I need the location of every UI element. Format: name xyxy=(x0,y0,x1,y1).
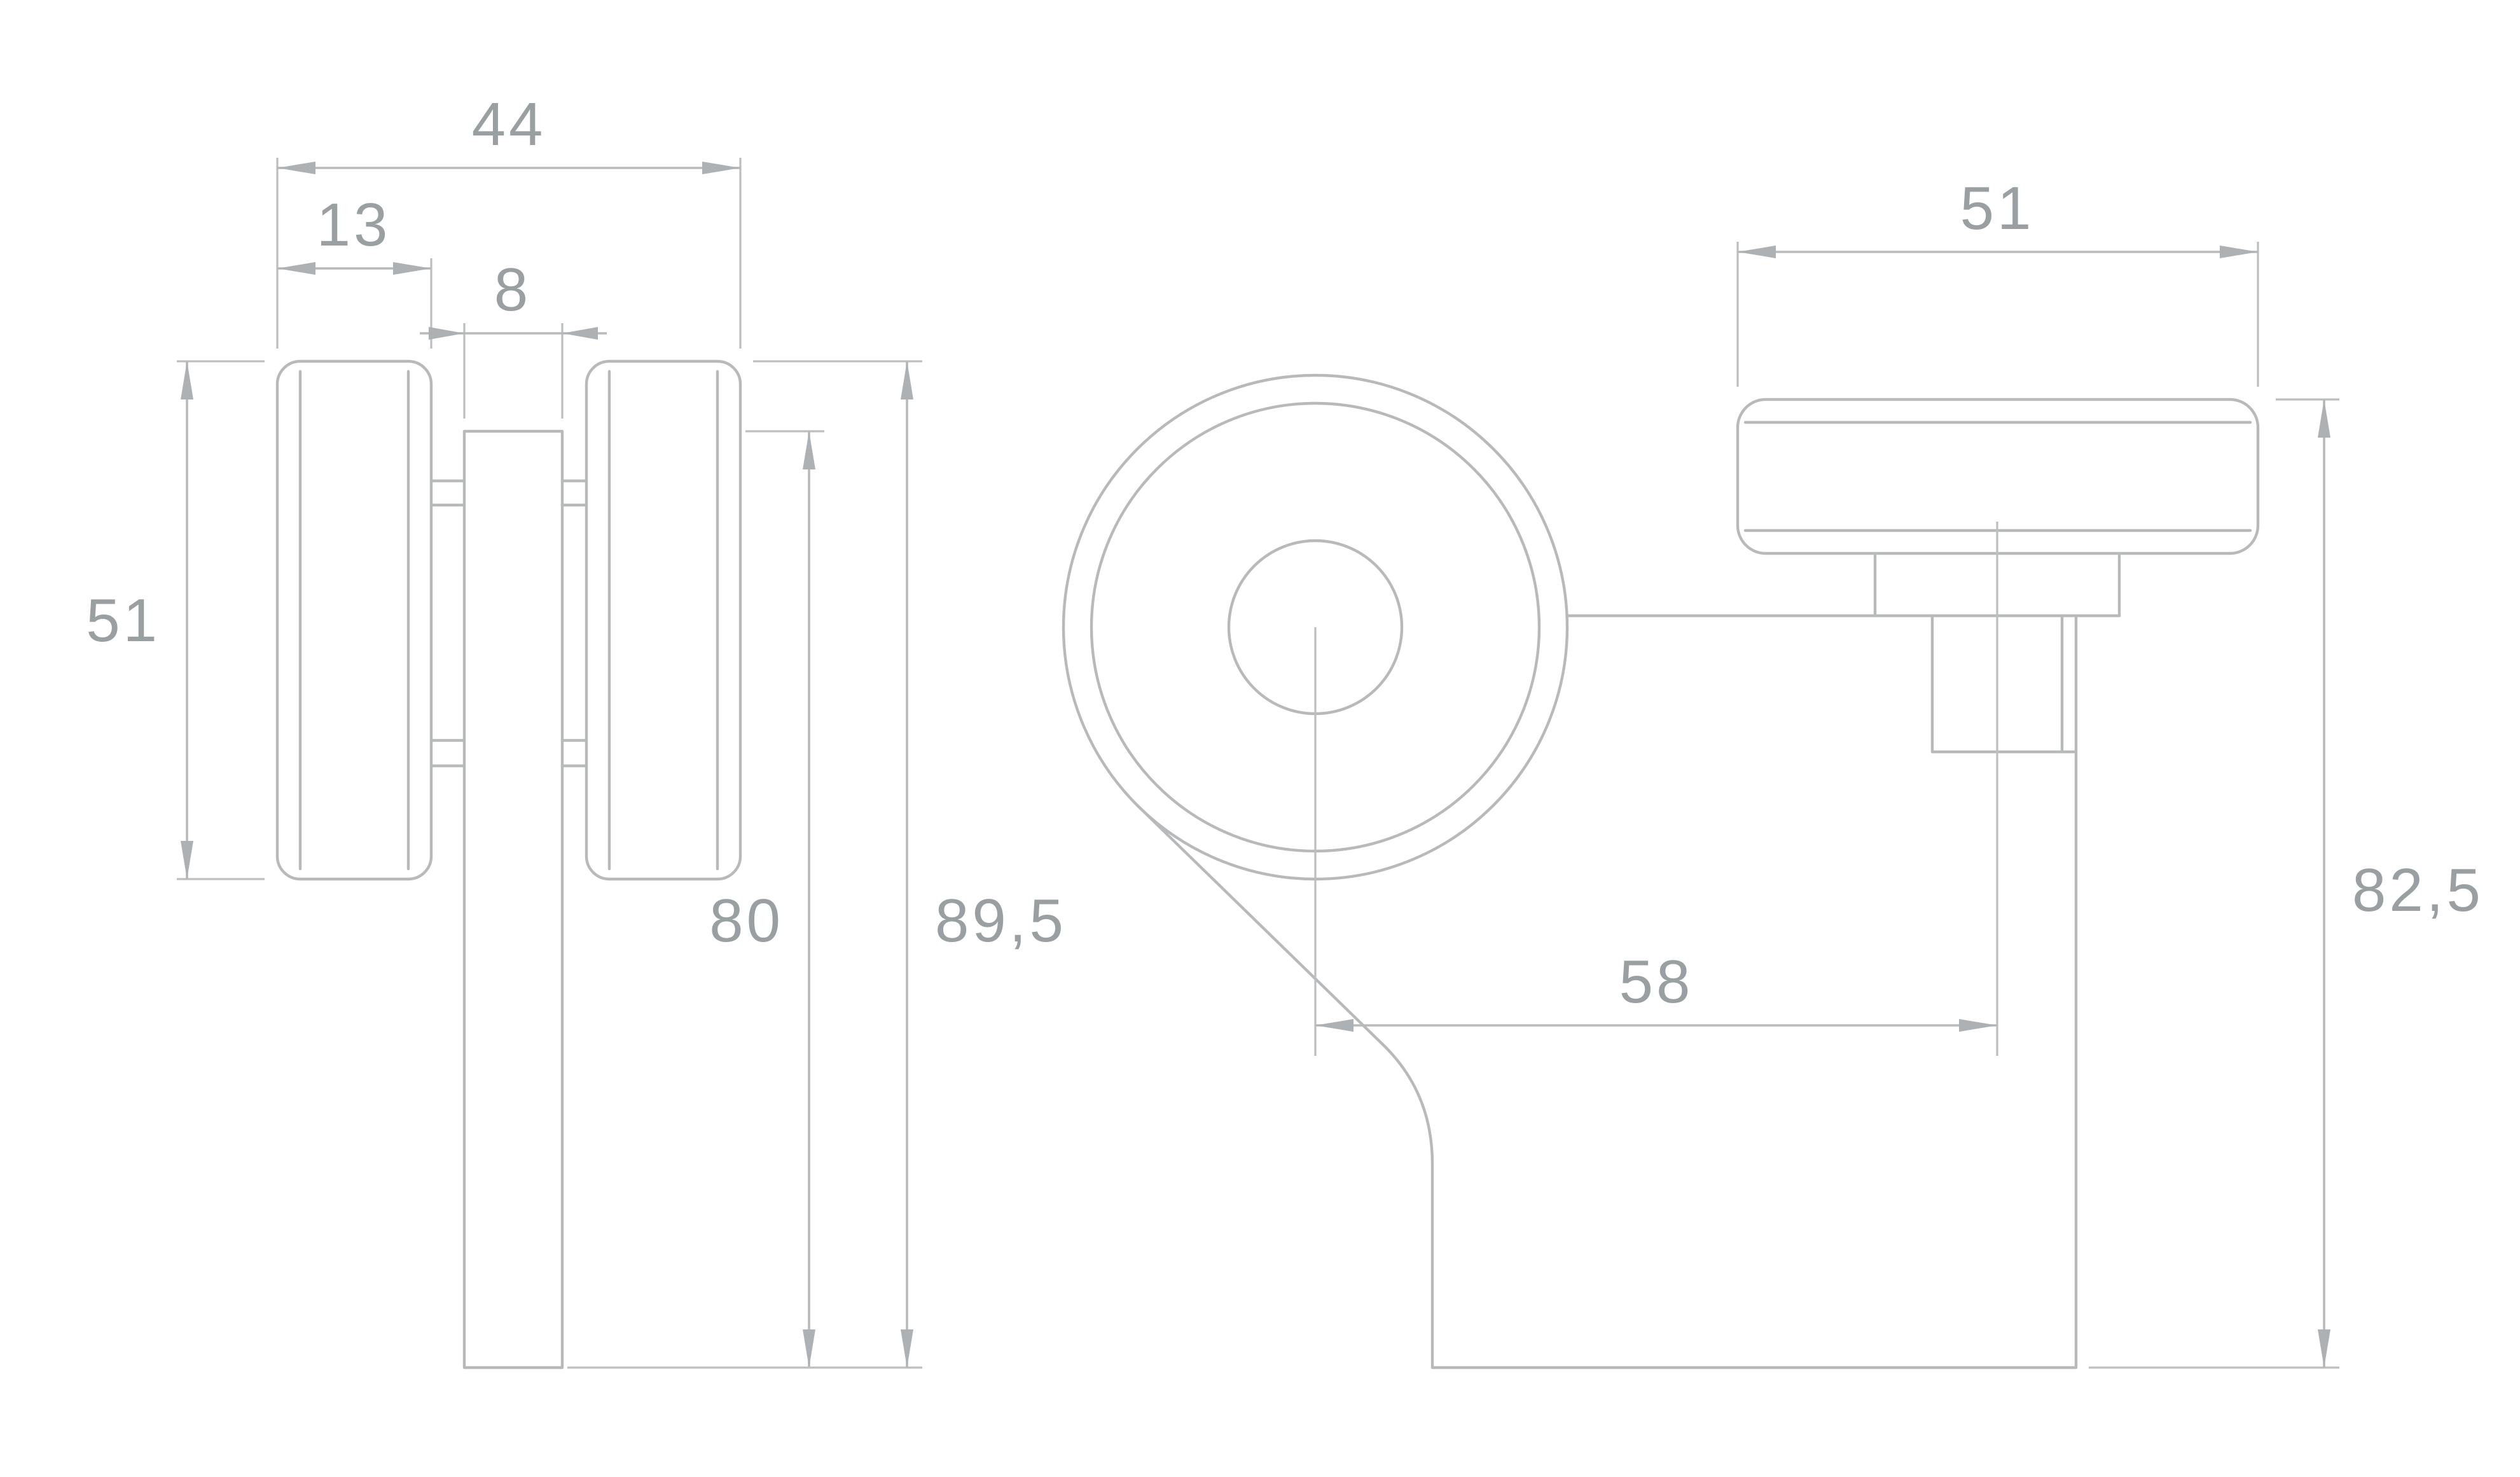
dim-label-overall-width: 44 xyxy=(472,90,546,158)
dim-label-plate-height: 80 xyxy=(709,887,784,955)
right-roller xyxy=(585,359,742,881)
side-geometry xyxy=(1062,373,2260,1370)
dim-label-overall-height-side: 82,5 xyxy=(2352,856,2484,924)
front-view: 44 13 8 51 xyxy=(86,90,1067,1370)
dim-overall-width: 44 xyxy=(276,90,742,349)
axle-stubs xyxy=(429,479,588,768)
side-view: 51 58 82,5 xyxy=(1062,174,2484,1370)
dim-label-roller-width: 13 xyxy=(317,191,391,259)
dim-roller-diameter: 51 xyxy=(86,360,265,880)
dim-axle-offset: 58 xyxy=(1315,948,1997,1032)
dim-roller-width: 13 xyxy=(277,191,433,349)
front-geometry xyxy=(275,359,742,1370)
dim-label-top-roller-length: 51 xyxy=(1960,174,2035,242)
dimension-arrow xyxy=(429,327,464,340)
dim-top-roller-length: 51 xyxy=(1736,174,2259,387)
roller-shaft xyxy=(1930,614,2078,754)
dim-plate-height: 80 xyxy=(709,430,824,1368)
dim-label-axle-offset: 58 xyxy=(1619,948,1694,1016)
dim-plate-thickness: 8 xyxy=(420,256,607,419)
mounting-plate xyxy=(462,429,564,1370)
dim-overall-height-front: 89,5 xyxy=(567,360,1067,1369)
bracket-outline xyxy=(1135,614,2121,1370)
dim-label-overall-height-front: 89,5 xyxy=(935,887,1067,955)
dim-overall-height-side: 82,5 xyxy=(2089,398,2484,1369)
left-roller xyxy=(275,359,433,881)
dim-label-plate-thickness: 8 xyxy=(494,256,531,324)
dim-label-roller-diameter: 51 xyxy=(86,586,160,655)
dimension-arrow xyxy=(562,327,598,340)
roller-flange xyxy=(1873,551,2121,618)
